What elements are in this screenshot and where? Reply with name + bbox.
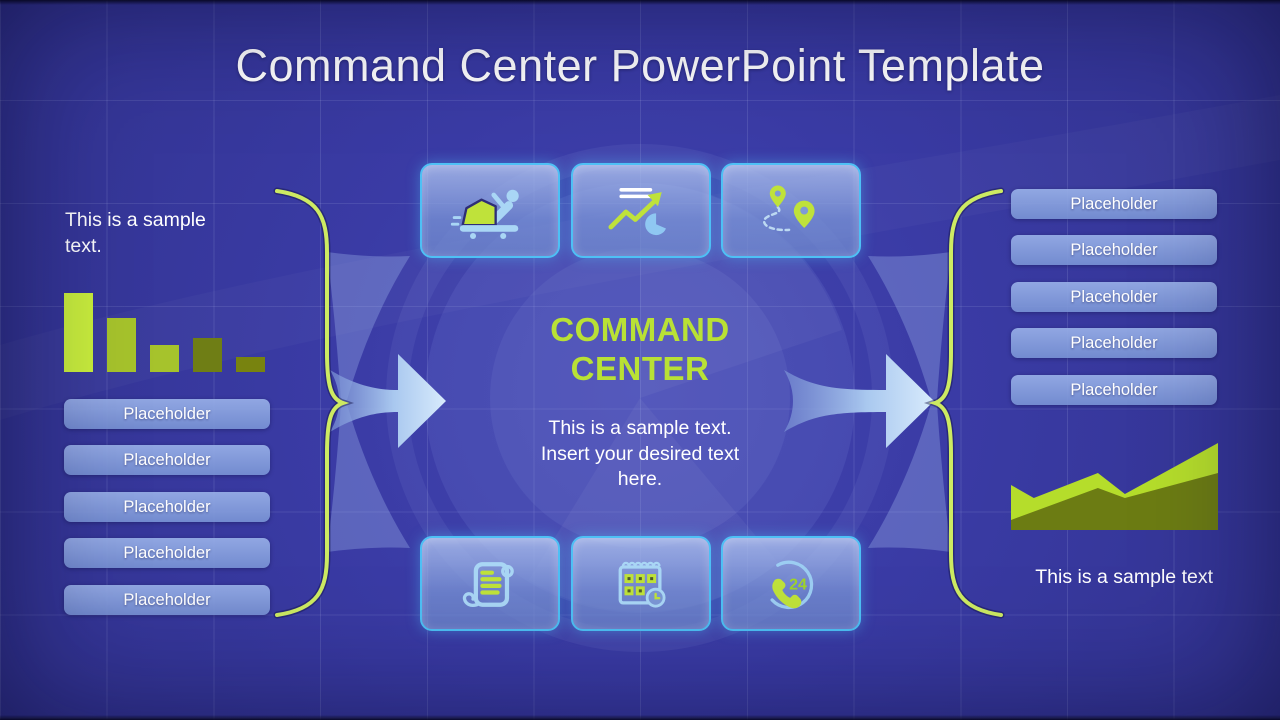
left-bar-chart — [64, 288, 270, 372]
calendar-clock-icon — [618, 561, 666, 608]
center-heading-line1: COMMAND — [550, 311, 730, 348]
bar-segment — [150, 345, 179, 372]
placeholder-button[interactable]: Placeholder — [1011, 235, 1217, 266]
right-brace — [923, 187, 1005, 619]
center-heading: COMMAND CENTER — [510, 310, 770, 388]
tile-route-map[interactable] — [721, 163, 861, 258]
placeholder-button[interactable]: Placeholder — [64, 445, 270, 476]
trend-analytics-icon — [608, 187, 666, 235]
center-heading-line2: CENTER — [570, 350, 710, 387]
right-flow-arrow — [784, 354, 934, 448]
front-area — [1011, 473, 1218, 530]
center-body-text: This is a sample text. Insert your desir… — [540, 417, 740, 490]
placeholder-button[interactable]: Placeholder — [1011, 281, 1217, 312]
left-placeholder-list: Placeholder Placeholder Placeholder Plac… — [64, 399, 270, 615]
placeholder-button[interactable]: Placeholder — [1011, 374, 1217, 405]
phone-24h-icon: 24 — [770, 560, 814, 609]
left-brace — [273, 187, 355, 619]
left-sample-text: This is a sample text. — [65, 209, 206, 257]
tile-calendar-clock[interactable] — [571, 536, 711, 631]
slide-title: Command Center PowerPoint Template — [235, 40, 1045, 91]
bar-segment — [64, 293, 93, 372]
bar-segment — [107, 318, 136, 372]
bar-segment — [236, 357, 265, 372]
svg-text:24: 24 — [789, 575, 807, 593]
left-funnel-wings — [327, 252, 410, 552]
tile-trend-analytics[interactable] — [571, 163, 711, 258]
right-funnel-wings — [868, 252, 951, 552]
right-area-chart-svg — [1011, 443, 1218, 530]
patient-stretcher-icon — [450, 189, 519, 239]
left-flow-arrow — [330, 354, 446, 448]
placeholder-button[interactable]: Placeholder — [64, 399, 270, 429]
right-placeholder-list: Placeholder Placeholder Placeholder Plac… — [1011, 189, 1217, 405]
right-sample-text: This is a sample text — [1035, 566, 1213, 588]
placeholder-button[interactable]: Placeholder — [64, 584, 270, 615]
tile-patient-stretcher[interactable] — [420, 163, 560, 258]
tile-phone-24h[interactable]: 24 — [721, 536, 861, 631]
tile-scroll-document[interactable] — [420, 536, 560, 631]
scroll-document-icon — [462, 561, 514, 607]
placeholder-button[interactable]: Placeholder — [64, 491, 270, 522]
bar-segment — [193, 338, 222, 372]
route-map-icon — [762, 185, 815, 231]
placeholder-button[interactable]: Placeholder — [1011, 189, 1217, 219]
placeholder-button[interactable]: Placeholder — [1011, 328, 1217, 359]
placeholder-button[interactable]: Placeholder — [64, 538, 270, 569]
